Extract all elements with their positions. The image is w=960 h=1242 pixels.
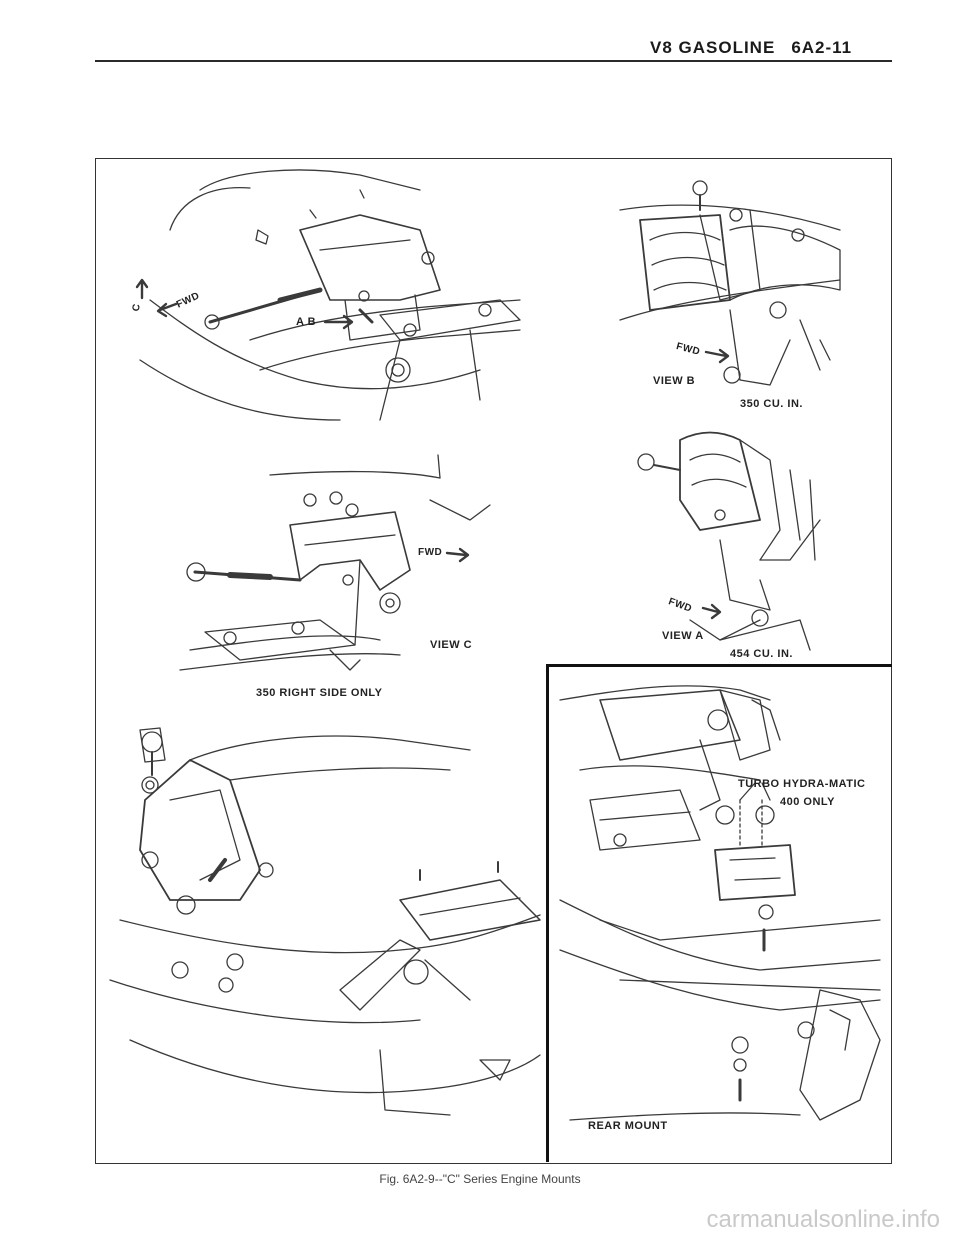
section-title: V8 GASOLINE [650, 38, 776, 57]
page-number: 6A2-11 [791, 38, 853, 57]
cu-454-label: 454 CU. IN. [730, 648, 793, 660]
view-a-leader [719, 619, 761, 641]
watermark: carmanualsonline.info [706, 1206, 940, 1233]
fwd-arrow-icon [156, 302, 178, 318]
c-view-label: C [130, 302, 143, 313]
fwd-arrow-view-a-icon [701, 603, 722, 620]
up-arrow-c-icon [135, 278, 149, 300]
page-header: V8 GASOLINE 6A2-11 [650, 38, 852, 58]
right-side-only-label: 350 RIGHT SIDE ONLY [256, 687, 383, 699]
view-a-label: VIEW A [662, 630, 704, 642]
rear-mount-label: REAR MOUNT [588, 1120, 668, 1132]
cu-350-label: 350 CU. IN. [740, 398, 803, 410]
fwd-arrow-view-b-icon [704, 348, 730, 364]
400-only-label: 400 ONLY [780, 796, 835, 808]
b-arrow-icon [323, 314, 354, 330]
view-c-label: VIEW C [430, 639, 473, 651]
header-rule [95, 60, 892, 62]
rear-mount-view [559, 685, 881, 1121]
view-a-illustration [637, 431, 821, 651]
view-c-illustration [179, 454, 491, 671]
fwd-label-view-c: FWD [418, 547, 443, 558]
side-mount-view [109, 727, 541, 1116]
rear-mount-inset-frame [546, 664, 892, 1162]
view-b-illustration [619, 180, 841, 386]
figure-frame [95, 158, 892, 1164]
turbo-hydra-matic-label: TURBO HYDRA-MATIC [738, 778, 866, 790]
view-b-label: VIEW B [653, 375, 696, 387]
figure-caption: Fig. 6A2-9--"C" Series Engine Mounts [379, 1172, 581, 1186]
fwd-arrow-view-c-icon [445, 547, 470, 563]
ab-view-label: A B [296, 316, 317, 328]
